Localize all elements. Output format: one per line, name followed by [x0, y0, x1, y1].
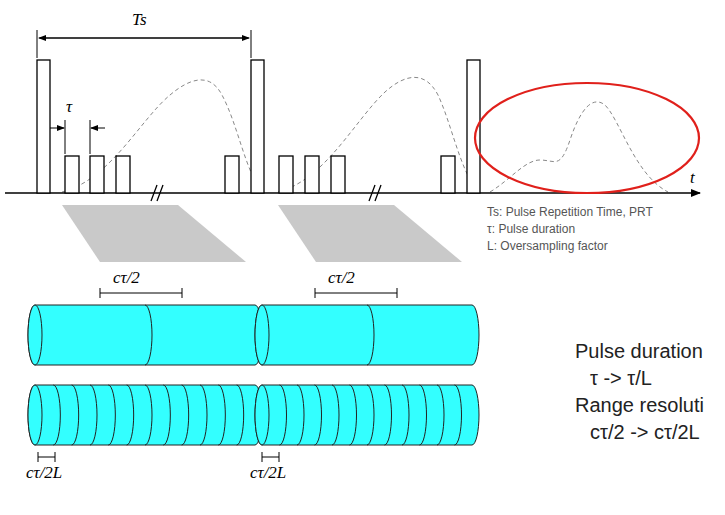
- range-gate: [367, 305, 374, 365]
- range-gate: [297, 385, 304, 445]
- range-volumes: [28, 305, 479, 445]
- echo-curve: [490, 102, 668, 192]
- range-gate: [200, 385, 207, 445]
- highlight-ellipse: [475, 83, 699, 193]
- pulse-width-dimension: [50, 120, 105, 154]
- period-dimension: [37, 30, 251, 58]
- axis-label: t: [688, 168, 697, 188]
- range-gate: [127, 385, 134, 445]
- note-text: Ts: Pulse Repetition Time, PRT: [487, 206, 653, 220]
- range-gate: [315, 385, 322, 445]
- summary-text: Range resoluti: [575, 394, 704, 417]
- range-gate: [90, 385, 97, 445]
- range-gate: [218, 385, 225, 445]
- range-gate: [163, 385, 170, 445]
- range-gate: [72, 385, 79, 445]
- break-mark: [151, 185, 381, 201]
- range-gate: [332, 385, 339, 445]
- range-cylinder: [255, 305, 479, 365]
- sampling-fan: [62, 205, 246, 262]
- range-gate: [385, 385, 392, 445]
- sampling-fan: [278, 205, 462, 262]
- range-gate: [350, 385, 357, 445]
- summary-text: cτ/2 -> cτ/2L: [590, 421, 700, 444]
- cylinder-end: [28, 305, 42, 365]
- range-gate: [53, 385, 60, 445]
- range-cylinder: [28, 305, 262, 365]
- range-label: cτ/2: [113, 268, 140, 288]
- range-label: cτ/2L: [26, 463, 62, 483]
- pulse-width-label: τ: [66, 97, 72, 117]
- echo-curve: [278, 77, 478, 192]
- summary-text: τ -> τ/L: [590, 367, 652, 390]
- period-label: Ts: [132, 10, 147, 30]
- range-label: cτ/2: [328, 268, 355, 288]
- note-text: L: Oversampling factor: [487, 240, 608, 254]
- summary-text: Pulse duration: [575, 340, 703, 363]
- range-label: cτ/2L: [250, 463, 286, 483]
- range-gate: [108, 385, 115, 445]
- range-gate: [367, 385, 374, 445]
- cylinder-end: [255, 305, 269, 365]
- note-text: τ: Pulse duration: [487, 223, 575, 237]
- range-gate: [182, 385, 189, 445]
- cylinder-end: [28, 385, 42, 445]
- range-gate: [145, 305, 152, 365]
- range-gate: [145, 385, 152, 445]
- range-gate: [420, 385, 427, 445]
- range-gate: [402, 385, 409, 445]
- range-gate: [280, 385, 287, 445]
- range-cylinder: [28, 385, 262, 445]
- echo-curve: [62, 80, 262, 192]
- cylinder-end: [255, 385, 269, 445]
- range-gate: [455, 385, 462, 445]
- range-cylinder: [255, 385, 479, 445]
- range-gate: [237, 385, 244, 445]
- range-gate: [437, 385, 444, 445]
- pulse-train: [37, 60, 480, 193]
